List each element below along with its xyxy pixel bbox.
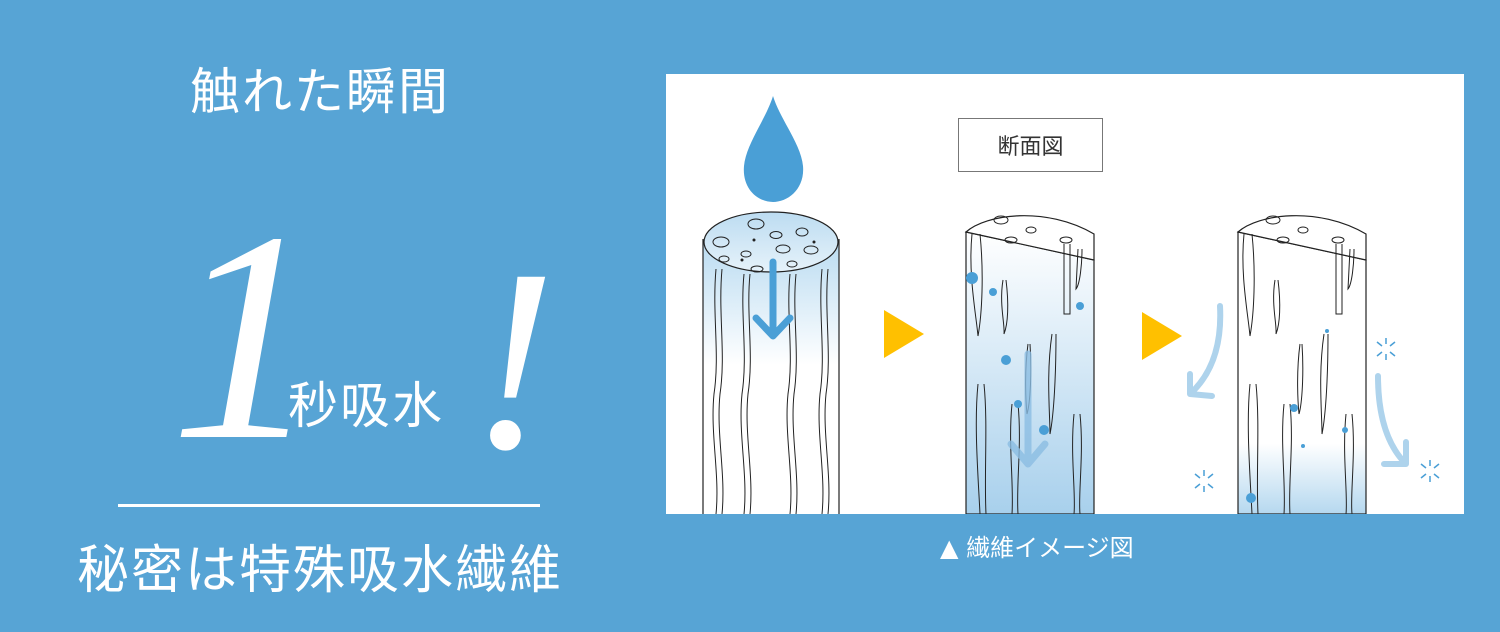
diagram-caption: ▲ 繊維イメージ図 <box>940 534 1134 562</box>
fiber-3-icon <box>1187 215 1440 514</box>
fiber-diagram-panel: 断面図 <box>666 74 1464 514</box>
divider-line <box>118 504 540 507</box>
step-arrow-icon <box>884 310 924 358</box>
down-arrow-icon <box>752 258 794 340</box>
secret-text: 秘密は特殊吸水繊維 <box>76 541 563 601</box>
sparkle-icon <box>1194 338 1440 492</box>
cross-section-label: 断面図 <box>958 118 1103 172</box>
fiber-2-icon <box>964 215 1095 514</box>
big-number-one: 1 <box>170 170 320 502</box>
one-second-absorb-text: 秒吸水 <box>288 377 444 435</box>
step-arrow-icon <box>1142 312 1182 360</box>
fiber-illustration <box>702 96 1440 514</box>
headline: 触れた瞬間 <box>190 63 450 121</box>
exclamation-mark: ! <box>470 216 557 504</box>
water-drop-icon <box>743 96 804 202</box>
fiber-1-icon <box>702 211 840 514</box>
